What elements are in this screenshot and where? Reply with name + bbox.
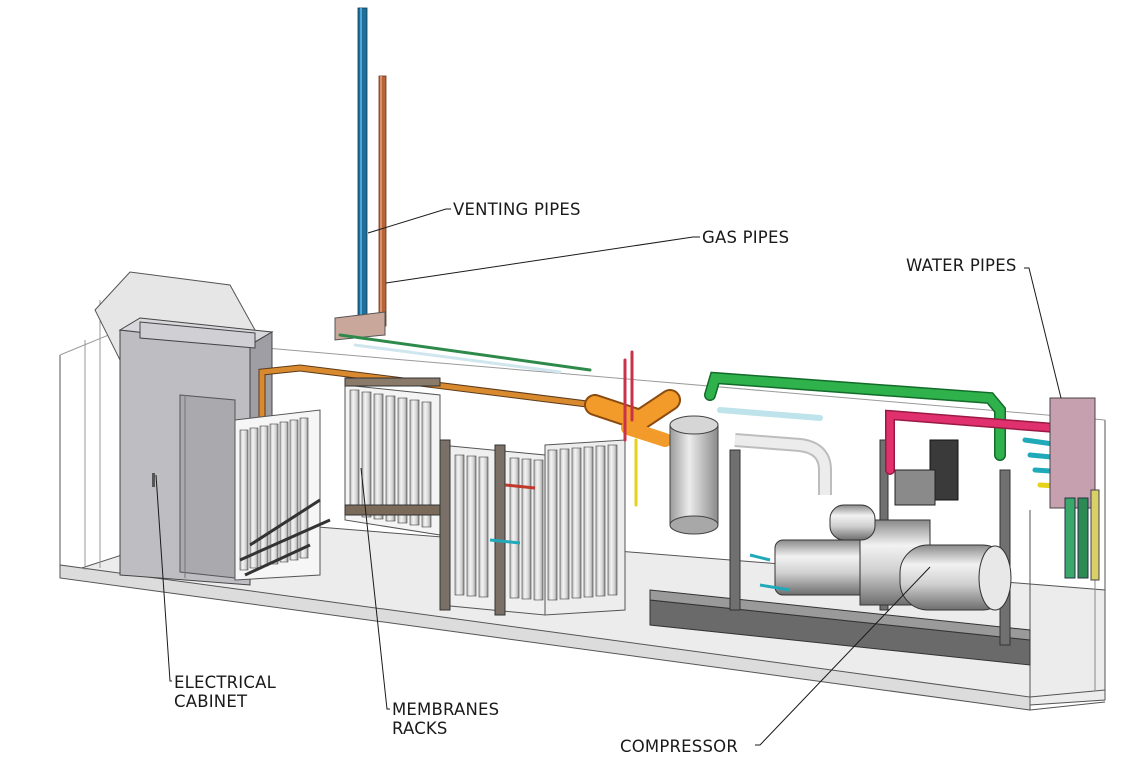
membrane-rack-2 xyxy=(344,377,441,536)
compressor-skid xyxy=(649,433,1031,666)
gas-pipes xyxy=(258,333,681,447)
venting-pipes xyxy=(334,7,387,341)
leader-electrical-cabinet xyxy=(155,474,172,682)
leader-water-pipes xyxy=(1024,267,1062,399)
membrane-rack-3 xyxy=(439,439,546,616)
electrical-cabinet xyxy=(94,271,274,586)
leader-venting-pipes xyxy=(367,208,451,234)
leader-membranes-racks xyxy=(360,467,390,710)
leader-compressor xyxy=(755,566,931,746)
membrane-rack-1 xyxy=(234,409,331,581)
leader-gas-pipes xyxy=(385,236,700,284)
label-compressor: COMPRESSOR xyxy=(620,737,738,756)
label-water-pipes: WATER PIPES xyxy=(906,256,1017,275)
label-venting-pipes: VENTING PIPES xyxy=(453,200,581,219)
membranes-racks xyxy=(234,377,626,616)
venting-pipe-blue xyxy=(357,7,368,327)
water-pipes xyxy=(623,350,1100,581)
label-electrical-cabinet: ELECTRICAL CABINET xyxy=(174,673,276,711)
label-gas-pipes: GAS PIPES xyxy=(702,228,790,247)
label-membranes-racks: MEMBRANES RACKS xyxy=(392,700,500,738)
buffer-vessel xyxy=(669,415,719,535)
membrane-rack-4 xyxy=(544,439,626,616)
water-manifold xyxy=(1049,397,1096,509)
leader-lines xyxy=(155,208,1062,746)
